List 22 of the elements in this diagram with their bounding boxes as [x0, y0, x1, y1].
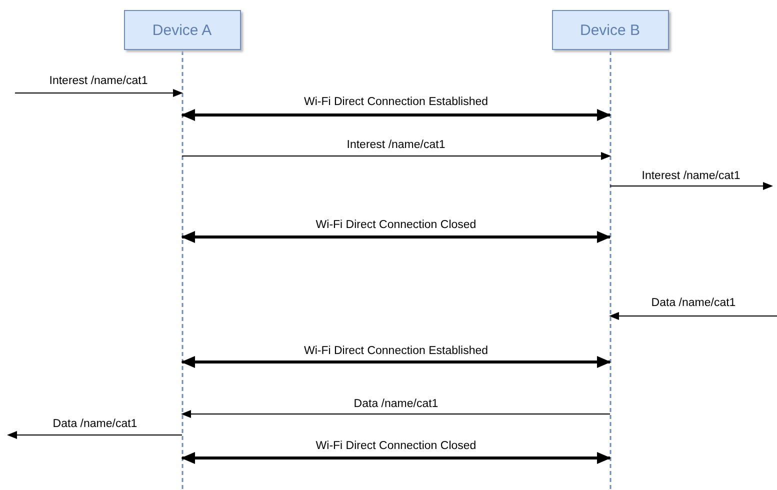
edge-label: Interest /name/cat1 — [640, 170, 742, 182]
edge-label: Interest /name/cat1 — [344, 139, 448, 151]
edge-label: Data /name/cat1 — [352, 398, 440, 410]
arrow — [181, 109, 611, 121]
edge-label: Data /name/cat1 — [50, 418, 140, 430]
edge-label: Interest /name/cat1 — [47, 75, 150, 87]
edge-label: Wi-Fi Direct Connection Closed — [314, 219, 478, 231]
arrow — [609, 312, 777, 320]
arrow — [182, 152, 611, 160]
arrow — [181, 452, 611, 464]
edge-label: Wi-Fi Direct Connection Closed — [314, 440, 478, 452]
arrow — [181, 231, 611, 243]
arrow — [181, 356, 611, 368]
participant-box: Device A — [124, 10, 240, 50]
arrow — [610, 182, 773, 190]
edge-label: Wi-Fi Direct Connection Established — [302, 345, 490, 357]
edge-label: Wi-Fi Direct Connection Established — [302, 96, 490, 108]
arrow — [181, 410, 610, 418]
edge-label: Data /name/cat1 — [649, 297, 738, 309]
arrow — [7, 431, 182, 439]
arrow — [14, 89, 183, 97]
participant-box: Device B — [552, 10, 668, 50]
